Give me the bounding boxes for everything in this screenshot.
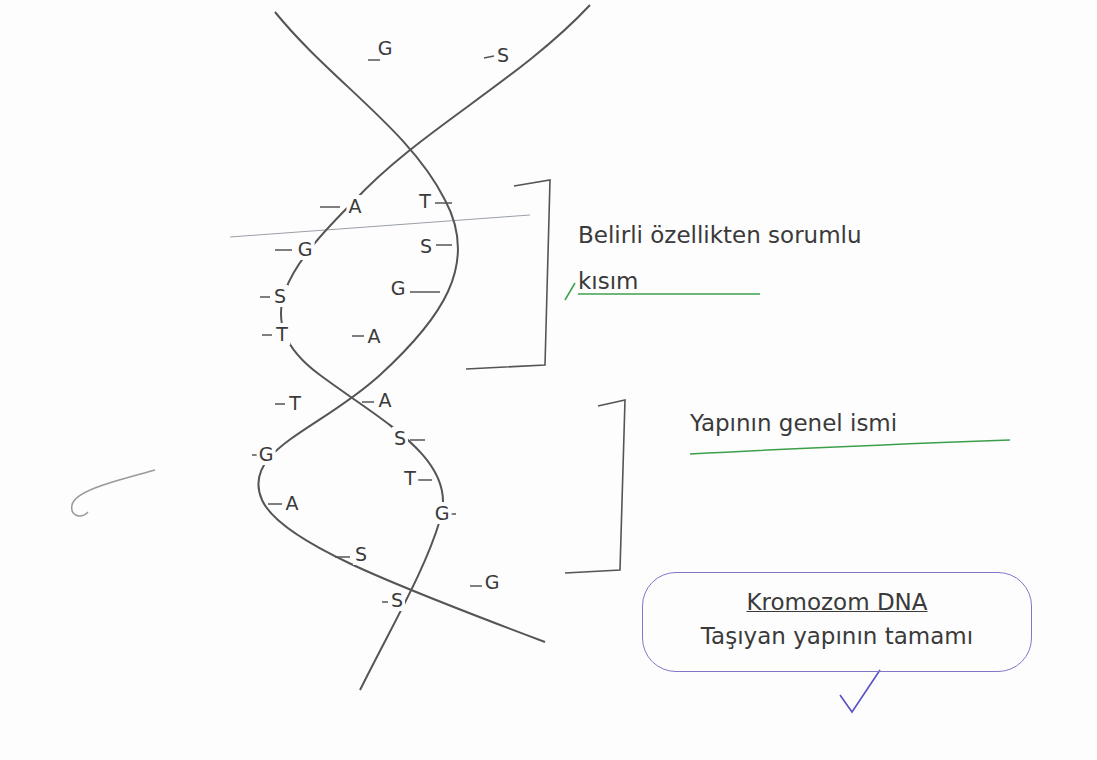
grading-mark	[565, 283, 575, 300]
bracket	[565, 400, 625, 573]
base-letter: G	[389, 277, 408, 299]
dna-strand	[281, 5, 590, 690]
base-letter: A	[366, 325, 383, 347]
base-letter: G	[296, 238, 315, 260]
node-text: Taşıyan yapının tamamı	[663, 623, 1011, 649]
faint-line	[230, 215, 530, 237]
base-letter: G	[483, 571, 502, 593]
base-letter: S	[353, 543, 369, 565]
base-letter: G	[433, 502, 452, 524]
base-letter: S	[392, 427, 408, 449]
base-letter: S	[389, 589, 405, 611]
enclosure-box: Kromozom DNA Taşıyan yapının tamamı	[642, 572, 1032, 672]
base-letter: G	[376, 37, 395, 59]
base-ticks	[252, 56, 494, 602]
base-letter: S	[272, 285, 288, 307]
base-letter: S	[495, 44, 511, 66]
base-letter: T	[287, 392, 303, 414]
underline	[690, 440, 1010, 454]
note-text: Yapının genel ismi	[690, 400, 1050, 446]
base-letter: G	[257, 443, 276, 465]
base-letter: T	[417, 190, 433, 212]
dna-strand	[258, 12, 545, 642]
check-mark	[840, 670, 880, 712]
base-letter: A	[284, 492, 301, 514]
check-mark	[72, 470, 155, 516]
base-letter: S	[418, 235, 434, 257]
base-letter: T	[402, 467, 418, 489]
note-text: Belirli özellikten sorumlu kısım	[578, 212, 923, 304]
node-text: Kromozom DNA	[663, 589, 1011, 615]
base-letter: T	[274, 323, 290, 345]
bracket	[466, 180, 550, 369]
base-letter: A	[347, 195, 364, 217]
base-letter: A	[377, 389, 394, 411]
